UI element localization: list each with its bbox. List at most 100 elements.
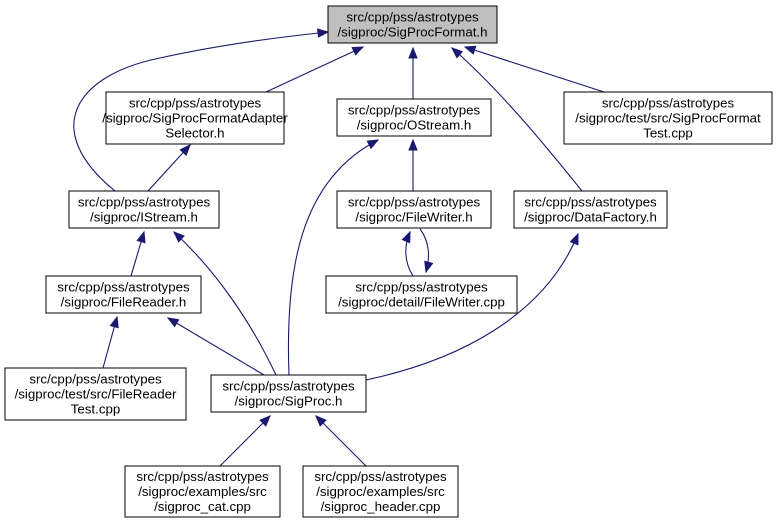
node-label-line: /sigproc/SigProc.h <box>235 394 343 409</box>
edge-line <box>73 31 329 192</box>
arrowhead-icon <box>173 231 185 243</box>
arrowhead-icon <box>424 260 434 274</box>
node-label-line: /sigproc/detail/FileWriter.cpp <box>338 295 505 310</box>
node-label-line: /sigproc/FileReader.h <box>61 295 187 310</box>
node-label-line: /sigproc/DataFactory.h <box>524 210 657 225</box>
node-label-line: src/cpp/pss/astrotypes <box>78 195 211 210</box>
node-label-line: src/cpp/pss/astrotypes <box>348 195 481 210</box>
node-filewriter_h[interactable]: src/cpp/pss/astrotypes/sigproc/FileWrite… <box>336 190 492 229</box>
node-label-line: src/cpp/pss/astrotypes <box>355 280 488 295</box>
node-label-line: Test.cpp <box>643 126 693 141</box>
node-filereadertest_cpp[interactable]: src/cpp/pss/astrotypes/sigproc/test/src/… <box>4 367 187 421</box>
edge-filereader_h-to-istream_h <box>130 230 146 277</box>
edge-line <box>287 139 379 376</box>
edge-filewriter_h-to-filewriter_cpp <box>419 228 434 274</box>
node-istream_h[interactable]: src/cpp/pss/astrotypes/sigproc/IStream.h <box>68 190 220 229</box>
arrowhead-icon <box>450 47 464 59</box>
arrowhead-icon <box>259 415 271 427</box>
node-sigproc_header_cpp[interactable]: src/cpp/pss/astrotypes/sigproc/examples/… <box>302 465 459 518</box>
arrowhead-icon <box>408 138 418 151</box>
edge-sigprocformatadapterselector_h-to-sigprocformat_h <box>265 46 365 93</box>
edge-filereadertest_cpp-to-filereader_h <box>102 315 119 369</box>
node-label-line: /sigproc/OStream.h <box>357 118 472 133</box>
edge-line <box>265 46 364 93</box>
node-sigprocformatadapterselector_h[interactable]: src/cpp/pss/astrotypes/sigproc/SigProcFo… <box>102 91 288 145</box>
node-box <box>105 91 285 145</box>
node-box <box>325 275 518 314</box>
arrowhead-icon <box>109 315 119 329</box>
node-label-line: /sigproc/SigProcFormatAdapter <box>102 111 288 126</box>
arrowhead-icon <box>351 46 365 56</box>
node-box <box>336 190 492 229</box>
node-label-line: /sigproc/test/src/FileReader <box>15 387 177 402</box>
node-label-line: /sigproc/FileWriter.h <box>355 210 472 225</box>
node-label-line: src/cpp/pss/astrotypes <box>346 10 479 25</box>
arrowhead-icon <box>317 28 330 38</box>
node-label-line: src/cpp/pss/astrotypes <box>602 96 735 111</box>
node-box <box>327 5 498 44</box>
node-label-line: /sigproc/IStream.h <box>90 210 198 225</box>
edge-filewriter_h-to-ostream_h <box>408 138 418 191</box>
node-label-line: /sigproc_header.cpp <box>321 499 441 514</box>
edge-filewriter_cpp-to-filewriter_h <box>401 230 414 277</box>
node-label-line: src/cpp/pss/astrotypes <box>136 469 269 484</box>
node-label-line: /sigproc/test/src/SigProcFormat <box>575 111 761 126</box>
node-label-line: /sigproc/examples/src <box>138 484 267 499</box>
node-box <box>302 465 459 518</box>
node-datafactory_h[interactable]: src/cpp/pss/astrotypes/sigproc/DataFacto… <box>513 190 668 229</box>
arrowhead-icon <box>136 230 146 244</box>
node-label-line: src/cpp/pss/astrotypes <box>222 379 355 394</box>
edge-datafactory_h-to-sigprocformat_h <box>450 47 583 192</box>
edge-line <box>451 47 583 192</box>
node-label-line: src/cpp/pss/astrotypes <box>29 372 162 387</box>
edge-line <box>315 415 367 467</box>
node-box <box>68 190 220 229</box>
node-box <box>513 190 668 229</box>
arrowhead-icon <box>401 230 411 244</box>
node-filewriter_cpp[interactable]: src/cpp/pss/astrotypes/sigproc/detail/Fi… <box>325 275 518 314</box>
node-sigproc_h[interactable]: src/cpp/pss/astrotypes/sigproc/SigProc.h <box>210 374 367 413</box>
arrowhead-icon <box>366 139 380 150</box>
edge-ostream_h-to-sigprocformat_h <box>408 46 418 99</box>
edge-line <box>464 46 605 93</box>
edge-sigproc_h-to-istream_h <box>173 231 277 376</box>
edge-sigproc_h-to-ostream_h <box>287 139 380 376</box>
node-label-line: Selector.h <box>165 126 224 141</box>
node-box <box>563 91 773 145</box>
node-label-line: src/cpp/pss/astrotypes <box>524 195 657 210</box>
node-label-line: /sigproc/examples/src <box>316 484 445 499</box>
edge-line <box>219 415 271 467</box>
node-sigprocformat_h: src/cpp/pss/astrotypes/sigproc/SigProcFo… <box>327 5 498 44</box>
edge-line <box>173 231 277 376</box>
arrowhead-icon <box>315 415 327 427</box>
arrowhead-icon <box>463 45 477 55</box>
node-sigprocformattest_cpp[interactable]: src/cpp/pss/astrotypes/sigproc/test/src/… <box>563 91 773 145</box>
node-label-line: src/cpp/pss/astrotypes <box>57 280 190 295</box>
edge-sigproc_cat_cpp-to-sigproc_h <box>219 415 271 467</box>
arrowhead-icon <box>408 46 418 59</box>
edge-line <box>167 317 265 376</box>
node-box <box>124 465 281 518</box>
edge-sigproc_h-to-datafactory_h <box>365 232 579 381</box>
edge-sigprocformattest_cpp-to-sigprocformat_h <box>463 45 605 93</box>
edge-sigproc_h-to-filereader_h <box>166 317 265 376</box>
arrowhead-icon <box>179 144 191 156</box>
node-box <box>336 98 492 137</box>
node-label-line: src/cpp/pss/astrotypes <box>129 96 262 111</box>
node-sigproc_cat_cpp[interactable]: src/cpp/pss/astrotypes/sigproc/examples/… <box>124 465 281 518</box>
edge-sigproc_header_cpp-to-sigproc_h <box>315 415 367 467</box>
edge-line <box>365 233 579 381</box>
node-ostream_h[interactable]: src/cpp/pss/astrotypes/sigproc/OStream.h <box>336 98 492 137</box>
arrowhead-icon <box>569 232 579 246</box>
node-label-line: src/cpp/pss/astrotypes <box>348 103 481 118</box>
node-label-line: /sigproc/SigProcFormat.h <box>337 25 487 40</box>
nodes-layer: src/cpp/pss/astrotypes/sigproc/SigProcFo… <box>4 5 773 518</box>
node-label-line: /sigproc_cat.cpp <box>154 499 251 514</box>
edge-istream_h-to-sigprocformatadapterselector_h <box>147 144 191 192</box>
node-box <box>4 367 187 421</box>
edges-layer <box>73 28 605 467</box>
node-box <box>210 374 367 413</box>
node-label-line: src/cpp/pss/astrotypes <box>314 469 447 484</box>
node-filereader_h[interactable]: src/cpp/pss/astrotypes/sigproc/FileReade… <box>45 275 202 314</box>
